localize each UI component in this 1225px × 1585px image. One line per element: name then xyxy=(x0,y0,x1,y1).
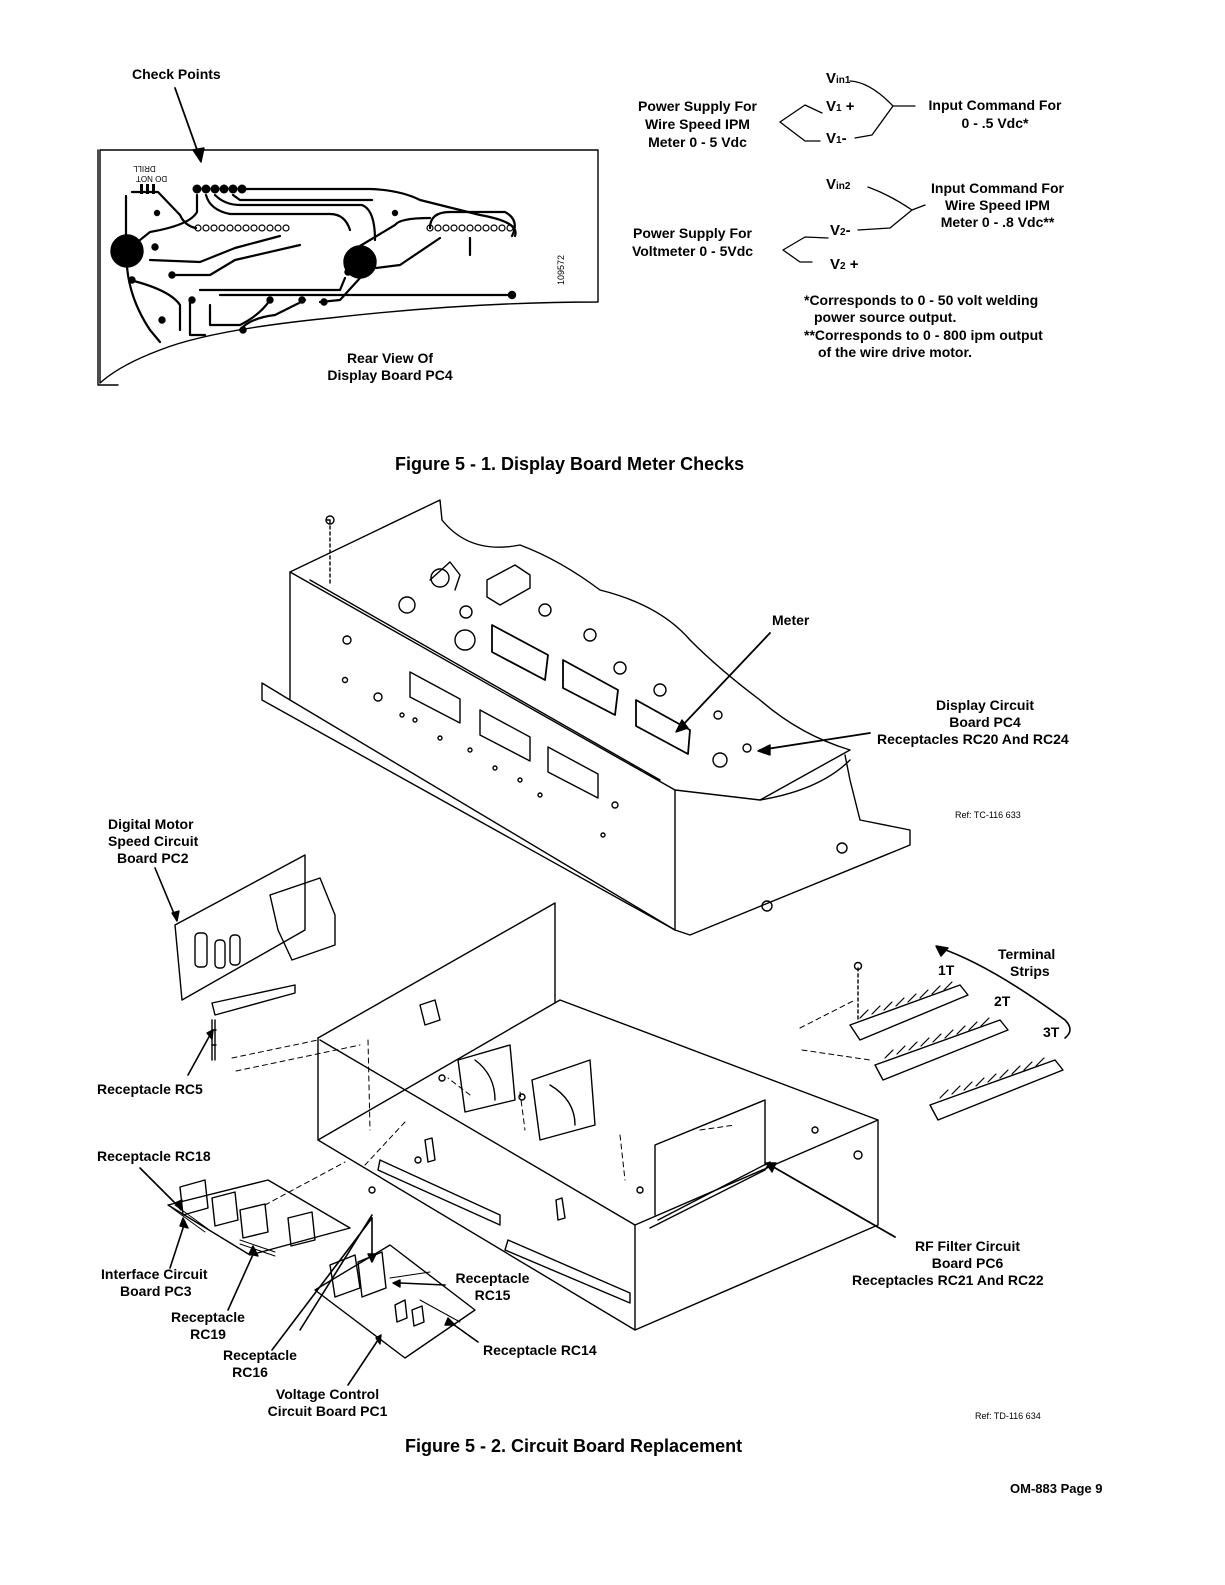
v1-minus-label: V1- xyxy=(826,130,847,147)
v-in2-label: Vin2 xyxy=(826,176,851,193)
terminal-strips-line1: Terminal xyxy=(998,946,1056,962)
board-silk-donot: DO NOT xyxy=(136,174,168,183)
figure-5-2-caption: Figure 5 - 2. Circuit Board Replacement xyxy=(405,1436,743,1456)
cmd1-line2: 0 - .5 Vdc* xyxy=(961,115,1029,131)
rf-filter-line2: Board PC6 xyxy=(931,1255,1004,1271)
note2-line1: **Corresponds to 0 - 800 ipm output xyxy=(804,327,1043,343)
display-board-line1: Display Circuit xyxy=(935,697,1035,713)
ps1-line2: Wire Speed IPM xyxy=(645,116,750,132)
board-id: 109572 xyxy=(556,254,566,285)
display-board-drawing xyxy=(98,88,598,385)
board-label-line1: Rear View Of xyxy=(346,350,434,366)
rc19-line1: Receptacle xyxy=(171,1309,245,1325)
rc19-line2: RC19 xyxy=(190,1326,226,1342)
pc3-board-drawing xyxy=(140,1168,350,1310)
voltage-brackets xyxy=(780,81,925,262)
rc15-line2: RC15 xyxy=(474,1287,511,1303)
note1-line2: power source output. xyxy=(814,309,957,325)
rf-filter-line1: RF Filter Circuit xyxy=(914,1238,1020,1254)
terminal-strips-drawing xyxy=(850,946,1070,1120)
pc1-board-drawing xyxy=(272,1215,478,1385)
digital-board-line1: Digital Motor xyxy=(108,816,194,832)
rc16-line1: Receptacle xyxy=(223,1347,297,1363)
interface-board-line2: Board PC3 xyxy=(120,1283,192,1299)
rc18-label: Receptacle RC18 xyxy=(97,1148,211,1164)
display-board-line2: Board PC4 xyxy=(949,714,1021,730)
page-footer: OM-883 Page 9 xyxy=(1010,1481,1103,1496)
ref-top: Ref: TC-116 633 xyxy=(955,810,1021,820)
cmd2-line2: Wire Speed IPM xyxy=(945,197,1050,213)
meter-label: Meter xyxy=(772,612,810,628)
note2-line2: of the wire drive motor. xyxy=(818,344,973,360)
v2-minus-label: V2- xyxy=(830,222,851,239)
digital-board-line3: Board PC2 xyxy=(117,850,189,866)
ps1-line1: Power Supply For xyxy=(637,98,757,114)
rc15-line1: Receptacle xyxy=(455,1270,530,1286)
voltage-board-line1: Voltage Control xyxy=(275,1386,380,1402)
note1-line1: *Corresponds to 0 - 50 volt welding xyxy=(804,292,1039,308)
terminal-strips-line2: Strips xyxy=(1010,963,1050,979)
display-board-line3: Receptacles RC20 And RC24 xyxy=(877,731,1069,747)
check-points-label: Check Points xyxy=(132,66,221,82)
strip-3t: 3T xyxy=(1043,1024,1060,1040)
rc14-label: Receptacle RC14 xyxy=(483,1342,597,1358)
ps1-line3: Meter 0 - 5 Vdc xyxy=(648,134,747,150)
interface-board-line1: Interface Circuit xyxy=(101,1266,208,1282)
cmd2-line3: Meter 0 - .8 Vdc** xyxy=(940,214,1055,230)
pc2-board-drawing xyxy=(155,855,335,1075)
digital-board-line2: Speed Circuit xyxy=(108,833,199,849)
rc16-line2: RC16 xyxy=(232,1364,268,1380)
rc5-label: Receptacle RC5 xyxy=(97,1081,203,1097)
rf-filter-line3: Receptacles RC21 And RC22 xyxy=(852,1272,1044,1288)
chassis-drawing xyxy=(232,903,878,1330)
v-in1-label: Vin1 xyxy=(826,70,851,87)
v2-plus-label: V2 + xyxy=(830,256,859,273)
board-label-line2: Display Board PC4 xyxy=(327,367,453,383)
cmd2-line1: Input Command For xyxy=(931,180,1064,196)
rf-filter-pointer xyxy=(766,1163,895,1237)
strip-1t: 1T xyxy=(938,962,955,978)
ps2-line1: Power Supply For xyxy=(632,225,752,241)
figure-5-1-caption: Figure 5 - 1. Display Board Meter Checks xyxy=(395,454,745,474)
cmd1-line1: Input Command For xyxy=(928,97,1062,113)
display-cover-drawing xyxy=(262,500,910,935)
v1-plus-label: V1 + xyxy=(826,98,855,115)
strip-2t: 2T xyxy=(994,993,1011,1009)
ref-bottom: Ref: TD-116 634 xyxy=(975,1411,1041,1421)
ps2-line2: Voltmeter 0 - 5Vdc xyxy=(631,243,754,259)
voltage-board-line2: Circuit Board PC1 xyxy=(267,1403,388,1419)
